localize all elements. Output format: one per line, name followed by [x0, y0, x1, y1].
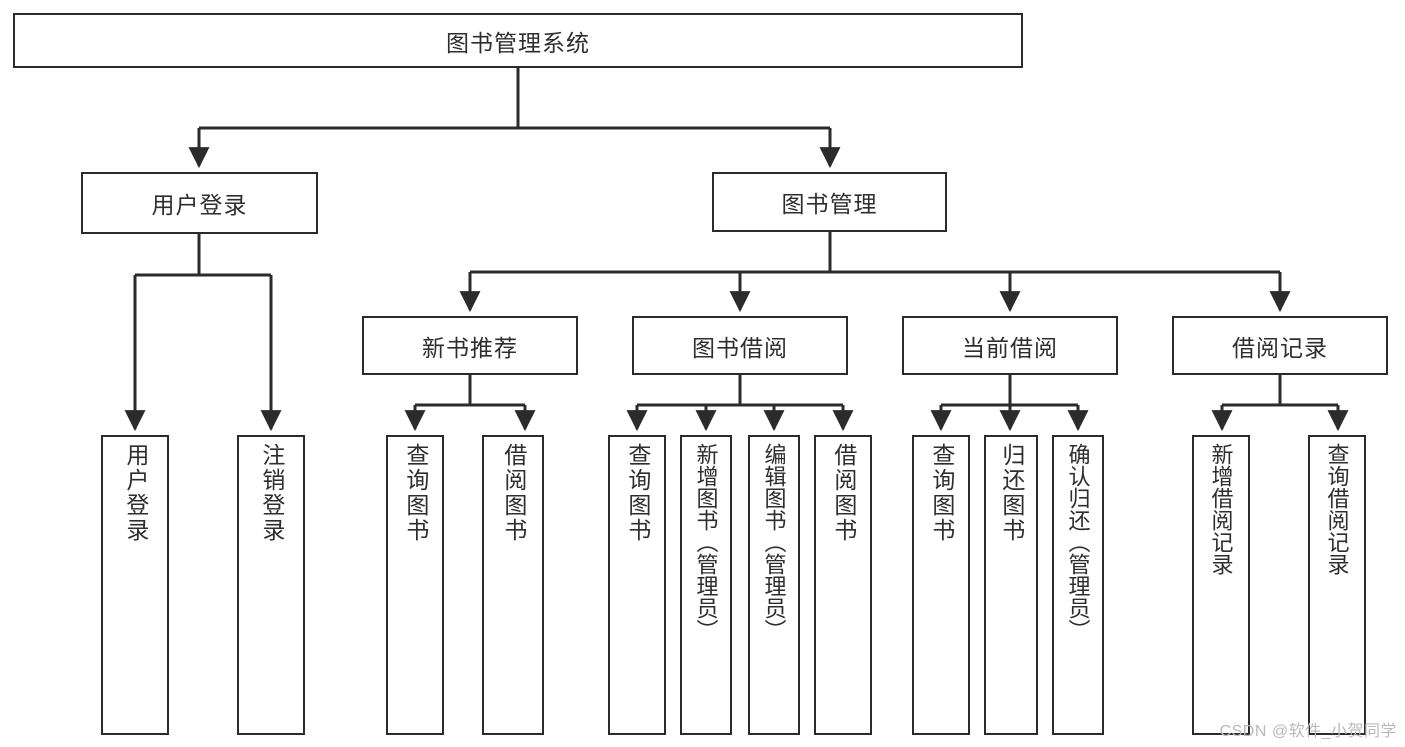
leaf-label: 用户登录 — [122, 443, 149, 543]
node-book-borrow[interactable]: 图书借阅 — [632, 316, 848, 375]
node-book-management[interactable]: 图书管理 — [712, 172, 947, 232]
leaf-record-query-record[interactable]: 查询借阅记录 — [1308, 435, 1366, 735]
leaf-label: 借阅图书 — [500, 443, 527, 543]
node-label: 图书管理系统 — [446, 29, 590, 56]
node-label: 新书推荐 — [422, 334, 518, 361]
leaf-label: 查询图书 — [928, 443, 955, 543]
leaf-borrow-add-book-admin[interactable]: 新增图书（管理员） — [680, 435, 732, 735]
leaf-new-book-query[interactable]: 查询图书 — [386, 435, 444, 735]
leaf-label: 确认归还（管理员） — [1065, 443, 1091, 641]
node-borrow-record[interactable]: 借阅记录 — [1172, 316, 1388, 375]
leaf-label: 归还图书 — [998, 443, 1025, 543]
leaf-borrow-query-book[interactable]: 查询图书 — [608, 435, 666, 735]
node-label: 图书管理 — [781, 191, 878, 217]
leaf-label: 注销登录 — [258, 443, 285, 543]
leaf-current-confirm-return-admin[interactable]: 确认归还（管理员） — [1052, 435, 1104, 735]
leaf-label: 查询图书 — [402, 443, 429, 543]
leaf-label: 新增图书（管理员） — [693, 443, 719, 641]
node-label: 当前借阅 — [962, 334, 1058, 361]
node-current-borrow[interactable]: 当前借阅 — [902, 316, 1118, 375]
leaf-label: 查询借阅记录 — [1324, 443, 1350, 575]
node-label: 图书借阅 — [692, 334, 788, 361]
leaf-new-book-borrow[interactable]: 借阅图书 — [482, 435, 544, 735]
node-user-login[interactable]: 用户登录 — [81, 172, 318, 234]
leaf-user-login-login[interactable]: 用户登录 — [101, 435, 169, 735]
node-label: 借阅记录 — [1232, 334, 1328, 361]
leaf-borrow-edit-book-admin[interactable]: 编辑图书（管理员） — [748, 435, 800, 735]
leaf-label: 借阅图书 — [830, 443, 857, 543]
node-new-book-recommend[interactable]: 新书推荐 — [362, 316, 578, 375]
leaf-label: 编辑图书（管理员） — [761, 443, 787, 641]
leaf-label: 新增借阅记录 — [1208, 443, 1234, 575]
leaf-user-login-logout[interactable]: 注销登录 — [237, 435, 305, 735]
leaf-label: 查询图书 — [624, 443, 651, 543]
node-label: 用户登录 — [151, 192, 248, 218]
node-root-system[interactable]: 图书管理系统 — [13, 13, 1023, 68]
leaf-current-return-book[interactable]: 归还图书 — [984, 435, 1038, 735]
leaf-record-add-record[interactable]: 新增借阅记录 — [1192, 435, 1250, 735]
leaf-current-query-book[interactable]: 查询图书 — [912, 435, 970, 735]
leaf-borrow-borrow-book[interactable]: 借阅图书 — [814, 435, 872, 735]
watermark-text: CSDN @软件_小贺同学 — [1219, 723, 1397, 740]
